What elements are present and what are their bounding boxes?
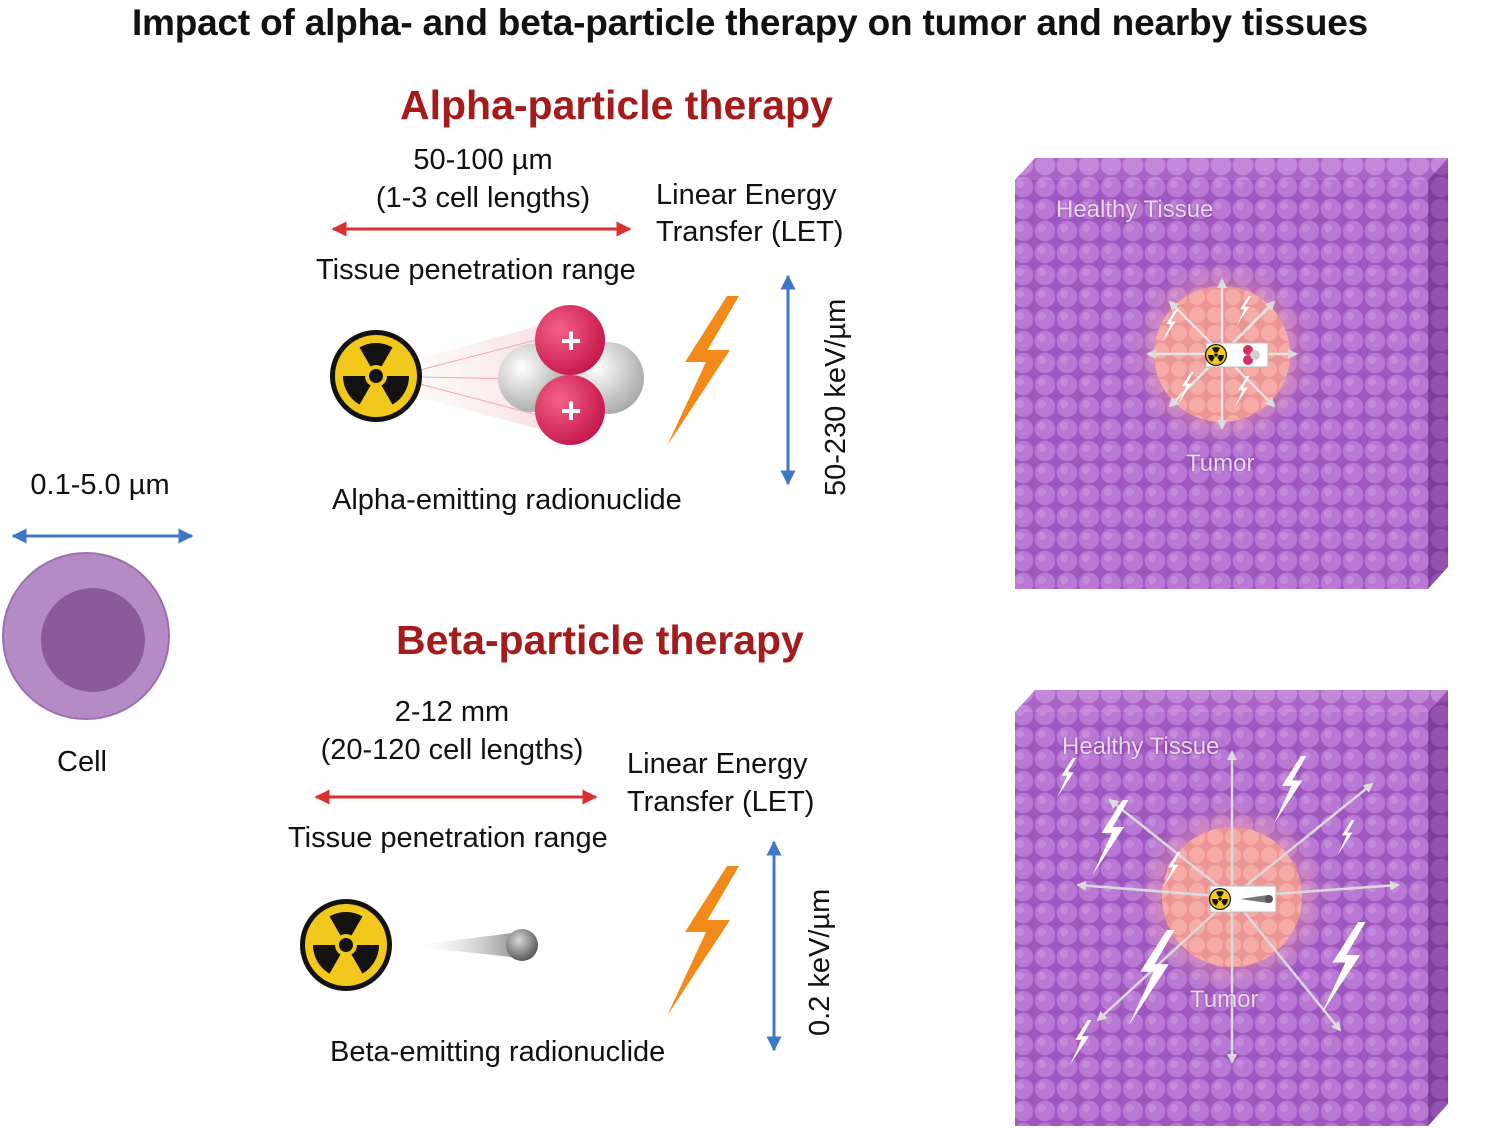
alpha-range-value: 50-100 µm [413,144,553,176]
beta-let-title-line2: Transfer (LET) [627,786,815,818]
alpha-particle-icon [498,305,644,445]
beta-emitter-inset [1208,885,1277,913]
beta-tumor-label: Tumor [1190,986,1259,1013]
lightning-bolt-icon [667,296,739,446]
alpha-let-value: 50-230 keV/µm [820,298,852,496]
beta-particle-icon [410,929,538,961]
beta-range-cells: (20-120 cell lengths) [320,734,584,766]
alpha-tumor-label: Tumor [1186,450,1255,477]
beta-emitter-label: Beta-emitting radionuclide [330,1036,666,1068]
beta-range-value: 2-12 mm [394,696,510,728]
alpha-section-title: Alpha-particle therapy [400,82,833,128]
alpha-let-title-line1: Linear Energy [656,179,837,211]
radiation-trefoil-icon [300,899,392,991]
alpha-emitter-label: Alpha-emitting radionuclide [332,484,682,516]
alpha-range-caption: Tissue penetration range [316,254,636,286]
cell-illustration [2,552,170,720]
cell-size-label: 0.1-5.0 µm [30,469,170,501]
alpha-emitter-inset [1204,342,1269,368]
alpha-let-title-line2: Transfer (LET) [656,216,844,248]
alpha-proton-charge-bottom: + [560,390,582,431]
beta-section-title: Beta-particle therapy [396,617,804,663]
cell-label: Cell [57,746,107,778]
beta-let-value: 0.2 keV/µm [804,888,836,1036]
lightning-bolt-icon [667,866,739,1016]
beta-range-caption: Tissue penetration range [288,822,608,854]
beta-let-title-line1: Linear Energy [627,748,808,780]
figure-title: Impact of alpha- and beta-particle thera… [131,2,1369,43]
alpha-range-cells: (1-3 cell lengths) [375,182,591,214]
alpha-healthy-tissue-label: Healthy Tissue [1056,196,1214,223]
beta-healthy-tissue-label: Healthy Tissue [1062,733,1220,760]
radiation-trefoil-icon [330,330,422,422]
alpha-proton-charge-top: + [560,320,582,361]
